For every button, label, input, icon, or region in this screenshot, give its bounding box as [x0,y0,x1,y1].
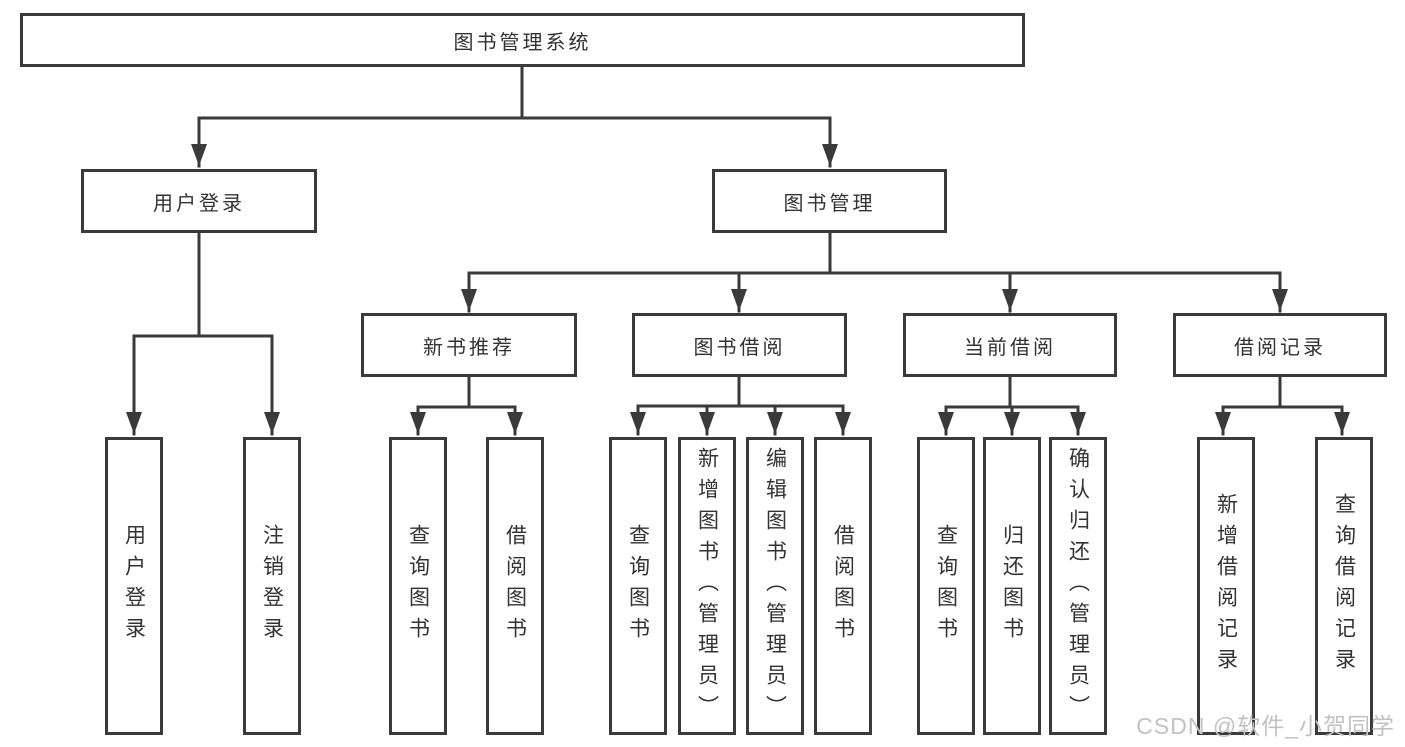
leaf-edit-books-admin: 编辑图书（管理员） [746,437,804,735]
leaf-label: 借阅图书 [831,524,855,648]
leaf-label: 查询图书 [626,524,650,648]
leaf-borrowing-query-books: 查询图书 [609,437,667,735]
csdn-watermark: CSDN @软件_小贺同学 [1136,713,1395,739]
leaf-label: 用户登录 [122,524,146,648]
leaf-borrowing-borrow-books: 借阅图书 [814,437,872,735]
leaf-user-login: 用户登录 [105,437,163,735]
node-label: 当前借阅 [964,336,1056,359]
node-book-borrowing: 图书借阅 [632,313,847,377]
leaf-label: 归还图书 [1000,524,1024,648]
node-library-management-system: 图书管理系统 [20,13,1025,67]
leaf-current-query-books: 查询图书 [917,437,975,735]
node-label: 新书推荐 [423,336,515,359]
leaf-label: 确认归还（管理员） [1066,446,1090,726]
node-book-management: 图书管理 [712,169,947,233]
leaf-recommend-borrow-books: 借阅图书 [486,437,544,735]
connector-arrows [126,116,1350,436]
node-label: 借阅记录 [1234,336,1326,359]
leaf-confirm-return-admin: 确认归还（管理员） [1049,437,1107,735]
leaf-add-books-admin: 新增图书（管理员） [678,437,736,735]
leaf-label: 新增图书（管理员） [695,446,719,726]
leaf-recommend-query-books: 查询图书 [389,437,447,735]
node-label: 图书借阅 [693,336,786,359]
node-new-book-recommendation: 新书推荐 [361,313,577,377]
leaf-label: 查询图书 [406,524,430,648]
leaf-label: 借阅图书 [503,524,527,648]
leaf-label: 查询借阅记录 [1332,493,1356,679]
node-label: 图书管理 [783,192,876,215]
node-current-borrowing: 当前借阅 [903,313,1117,377]
node-label: 用户登录 [153,192,245,215]
leaf-query-borrow-record: 查询借阅记录 [1315,437,1373,735]
connector-segments [132,65,1344,409]
leaf-return-books: 归还图书 [983,437,1041,735]
leaf-add-borrow-record: 新增借阅记录 [1197,437,1255,735]
node-user-login: 用户登录 [81,169,317,233]
leaf-logout: 注销登录 [243,437,301,735]
leaf-label: 查询图书 [934,524,958,648]
leaf-label: 注销登录 [260,524,284,648]
leaf-label: 新增借阅记录 [1214,493,1238,679]
node-borrowing-records: 借阅记录 [1173,313,1387,377]
leaf-label: 编辑图书（管理员） [763,446,787,726]
node-label: 图书管理系统 [453,31,592,54]
